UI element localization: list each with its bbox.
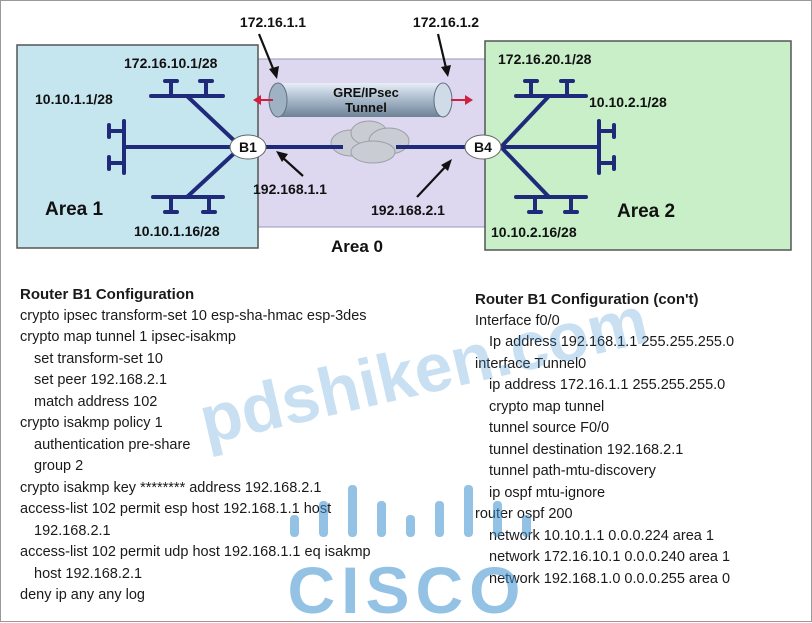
config-line: set peer 192.168.2.1 — [34, 372, 168, 388]
config-line: tunnel path-mtu-discovery — [489, 463, 656, 479]
area2-ip-top: 172.16.20.1/28 — [498, 51, 592, 67]
config-line: tunnel source F0/0 — [489, 420, 610, 436]
tunnel-left-arrow-icon — [253, 95, 273, 105]
gre-ipsec-tunnel: GRE/IPsec Tunnel — [268, 82, 453, 118]
pointer-192-168-2-1 — [416, 159, 452, 198]
config-line: Ip address 192.168.1.1 255.255.255.0 — [489, 334, 735, 350]
router-b4-label: B4 — [474, 139, 492, 155]
config-left-lines: crypto ipsec transform-set 10 esp-sha-hm… — [20, 306, 371, 607]
config-line: deny ip any any log — [20, 587, 145, 603]
tunnel-ip-right: 172.16.1.2 — [413, 14, 479, 30]
pointer-172-16-1-2 — [436, 33, 451, 77]
config-line: crypto isakmp key ******** address 192.1… — [20, 479, 322, 496]
config-line: Interface f0/0 — [475, 312, 560, 329]
network-diagram: GRE/IPsec Tunnel — [16, 14, 792, 256]
config-right: Router B1 Configuration (con't) Interfac… — [475, 289, 734, 590]
area1-ip-left: 10.10.1.1/28 — [35, 91, 113, 107]
router-b1-label: B1 — [239, 139, 257, 155]
b4-wan-ip: 192.168.2.1 — [371, 202, 445, 218]
config-line: authentication pre-share — [34, 436, 191, 453]
config-left: Router B1 Configuration crypto ipsec tra… — [20, 284, 371, 607]
tunnel-label-2: Tunnel — [345, 100, 387, 115]
config-line: router ospf 200 — [475, 506, 573, 522]
wan-cloud-icon — [330, 120, 410, 164]
config-line: host 192.168.2.1 — [34, 565, 143, 582]
config-left-title: Router B1 Configuration — [20, 286, 195, 303]
router-b1: B1 — [229, 134, 267, 160]
config-line: ip address 172.16.1.1 255.255.255.0 — [489, 377, 726, 393]
config-line: match address 102 — [34, 393, 158, 410]
area1-ip-top: 172.16.10.1/28 — [124, 55, 218, 71]
area2-label: Area 2 — [617, 201, 675, 222]
config-line: crypto map tunnel 1 ipsec-isakmp — [20, 329, 236, 345]
pointer-192-168-1-1 — [276, 151, 304, 177]
config-line: crypto map tunnel — [489, 398, 605, 415]
tunnel-right-arrow-icon — [451, 95, 473, 105]
b1-wan-ip: 192.168.1.1 — [253, 181, 327, 197]
area2-ip-right: 10.10.2.1/28 — [589, 94, 667, 110]
config-line: network 10.10.1.1 0.0.0.224 area 1 — [489, 527, 714, 544]
config-line: 192.168.2.1 — [34, 522, 111, 539]
area1-label: Area 1 — [45, 199, 104, 220]
config-line: interface Tunnel0 — [475, 355, 587, 372]
area1-lan-links — [107, 79, 243, 214]
config-line: ip ospf mtu-ignore — [489, 484, 606, 501]
pointer-172-16-1-1 — [257, 33, 279, 79]
area2-lan-links — [499, 79, 616, 214]
config-right-lines: Interface f0/0 Ip address 192.168.1.1 255… — [475, 311, 734, 591]
config-line: tunnel destination 192.168.2.1 — [489, 441, 684, 458]
tunnel-label-1: GRE/IPsec — [333, 85, 399, 100]
tunnel-ip-left: 172.16.1.1 — [240, 14, 306, 30]
area2-ip-bottom: 10.10.2.16/28 — [491, 224, 577, 240]
area0-label: Area 0 — [331, 237, 383, 256]
config-line: crypto ipsec transform-set 10 esp-sha-hm… — [20, 307, 367, 324]
config-line: network 192.168.1.0 0.0.0.255 area 0 — [489, 570, 731, 587]
config-line: access-list 102 permit udp host 192.168.… — [20, 544, 371, 560]
config-line: network 172.16.10.1 0.0.0.240 area 1 — [489, 549, 731, 565]
area1-ip-bottom: 10.10.1.16/28 — [134, 223, 220, 239]
config-line: set transform-set 10 — [34, 350, 163, 367]
config-line: group 2 — [34, 458, 84, 474]
config-line: crypto isakmp policy 1 — [20, 415, 163, 431]
router-b4: B4 — [464, 134, 502, 160]
config-line: access-list 102 permit esp host 192.168.… — [20, 501, 332, 517]
config-right-title: Router B1 Configuration (con't) — [475, 291, 699, 308]
